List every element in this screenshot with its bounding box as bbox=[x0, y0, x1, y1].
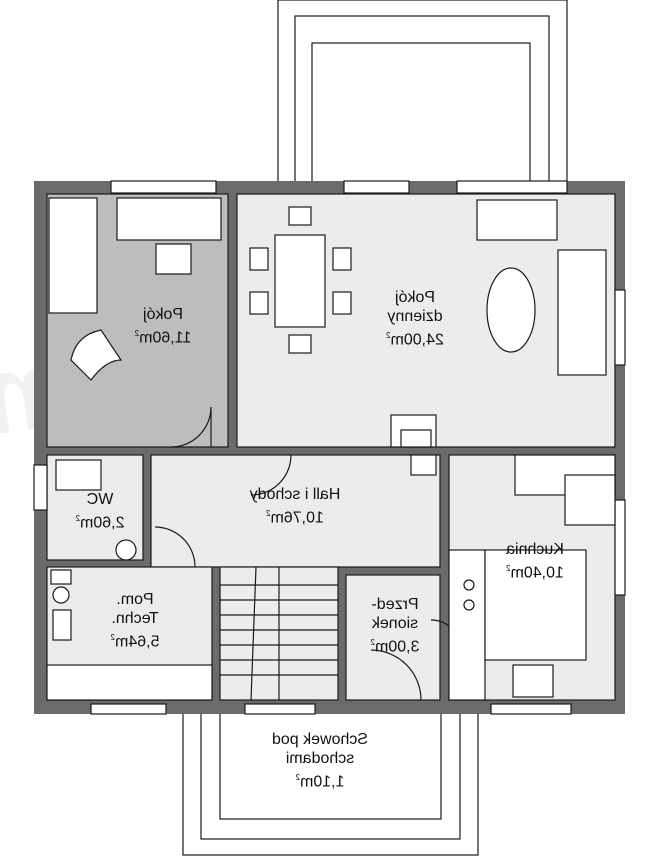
label-schowek: Schowek pod schodami 1,10m2 bbox=[271, 731, 369, 791]
stairs bbox=[220, 566, 338, 701]
label-hall: Hall i schody 10,76m2 bbox=[249, 486, 341, 527]
entrance-porch bbox=[182, 712, 479, 856]
label-pokoj-dzienny: Pokój dzienny 24,00m2 bbox=[386, 289, 444, 349]
fireplace bbox=[390, 414, 437, 476]
kitchen-units bbox=[448, 454, 616, 701]
coffee-table bbox=[486, 267, 536, 353]
label-wc: WC 2,60m2 bbox=[75, 491, 125, 532]
sofa bbox=[476, 199, 607, 376]
label-pokoj: Pokój 11,60m2 bbox=[134, 306, 192, 347]
room-hall bbox=[150, 454, 441, 568]
bedroom-furniture bbox=[48, 197, 222, 381]
top-terrace bbox=[277, 0, 568, 186]
dining-table bbox=[249, 206, 352, 354]
label-kuchnia: Kuchnia 10,40m2 bbox=[506, 541, 564, 582]
label-pom-techn: Pom. Techn. 5,64m2 bbox=[110, 591, 160, 651]
room-vestibule bbox=[345, 574, 441, 701]
label-przedsionek: Przed- sionek 3,00m2 bbox=[370, 596, 420, 656]
technical-fixtures bbox=[46, 569, 213, 701]
windows bbox=[33, 180, 626, 715]
wc-fixtures bbox=[55, 459, 137, 561]
